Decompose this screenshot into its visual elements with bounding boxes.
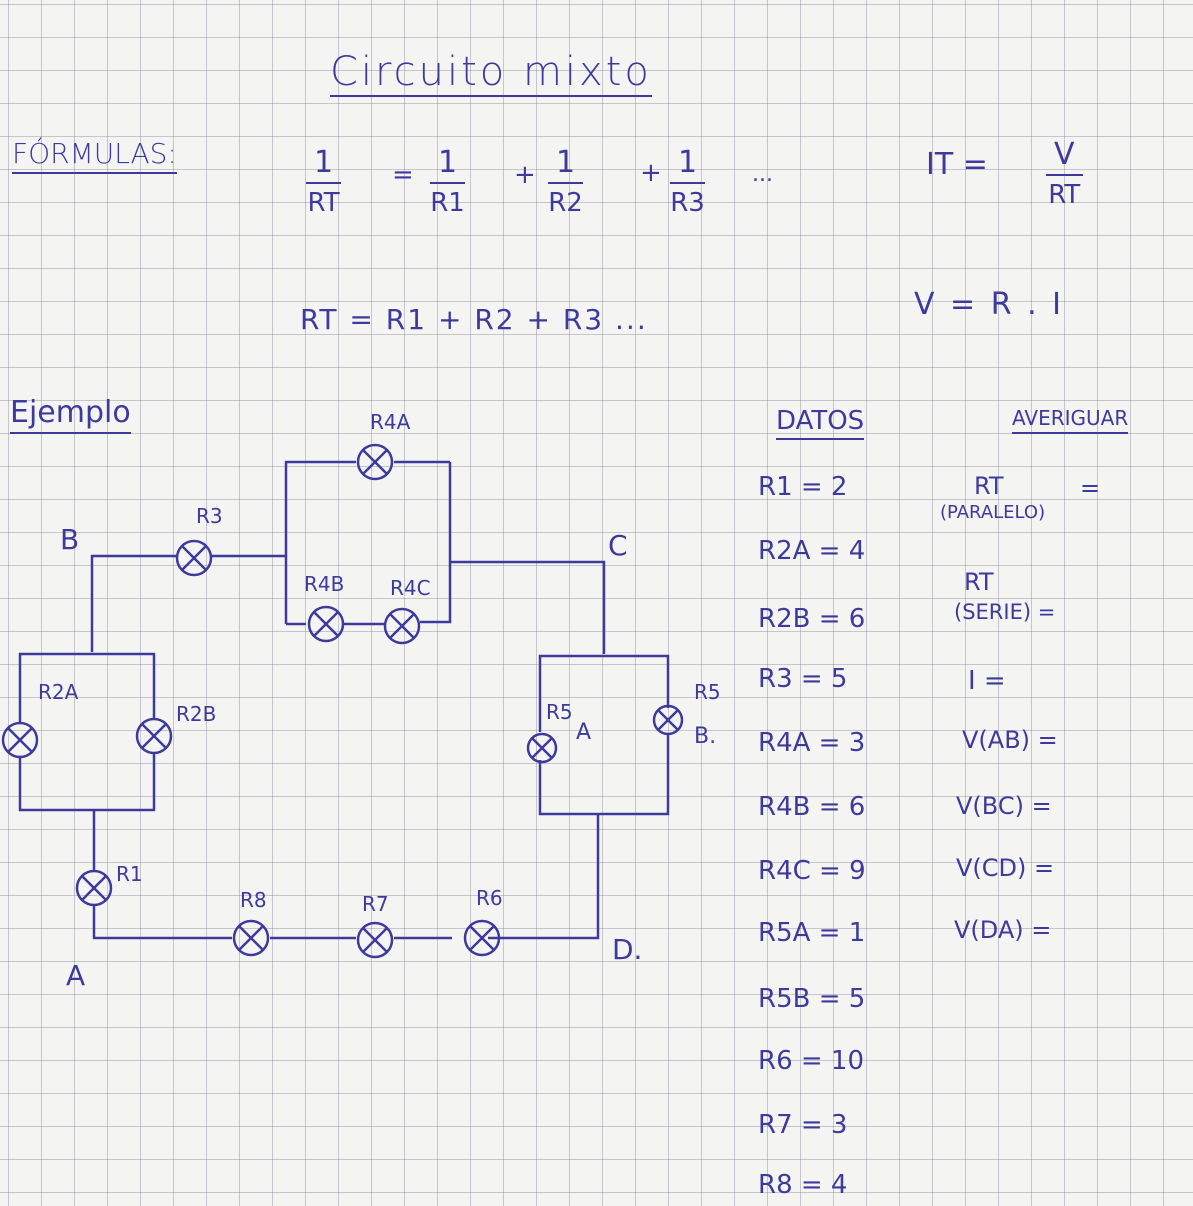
datos-item: R5B = 5 bbox=[758, 984, 866, 1014]
fraction-denominator: RT bbox=[307, 188, 340, 218]
lamp-r1 bbox=[75, 869, 113, 907]
resistor-label-r7: R7 bbox=[362, 892, 389, 916]
averiguar-v-da: V(DA) = bbox=[954, 916, 1052, 944]
node-label-d: D. bbox=[612, 933, 643, 966]
averiguar-rt-paralelo: RT bbox=[974, 472, 1004, 500]
formula-lhs-fraction: 1 RT bbox=[306, 148, 342, 218]
wire-r5-box-bottom bbox=[538, 734, 670, 816]
averiguar-rt-paralelo-note: (PARALELO) bbox=[940, 502, 1046, 523]
example-label: Ejemplo bbox=[10, 398, 131, 434]
resistor-label-r2b: R2B bbox=[176, 702, 217, 726]
datos-item: R8 = 4 bbox=[758, 1170, 848, 1200]
lamp-r2a bbox=[1, 721, 39, 759]
averiguar-v-cd: V(CD) = bbox=[956, 854, 1055, 882]
resistor-label-r8: R8 bbox=[240, 888, 267, 912]
datos-item: R2A = 4 bbox=[758, 536, 866, 566]
ohm-formula: V = R . I bbox=[914, 287, 1065, 322]
datos-heading: DATOS bbox=[776, 408, 865, 440]
resistor-label-r5b-sub: B. bbox=[694, 724, 717, 749]
fraction-denominator: R2 bbox=[548, 188, 583, 218]
lamp-r5b bbox=[652, 704, 684, 736]
datos-item: R5A = 1 bbox=[758, 918, 866, 948]
resistor-label-r1: R1 bbox=[116, 862, 143, 886]
datos-item: R4C = 9 bbox=[758, 856, 866, 886]
resistor-label-r5a-sub: A bbox=[576, 720, 592, 745]
fraction-numerator: 1 bbox=[670, 148, 706, 184]
fraction-numerator: 1 bbox=[430, 148, 466, 184]
resistor-label-r4c: R4C bbox=[390, 576, 431, 600]
lamp-r2b bbox=[135, 717, 173, 755]
resistor-label-r5: R5 bbox=[694, 680, 721, 704]
datos-item: R4A = 3 bbox=[758, 728, 866, 758]
lamp-r4c bbox=[383, 607, 421, 645]
formula-term2-fraction: 1 R2 bbox=[548, 148, 584, 218]
lamp-r5a bbox=[526, 732, 558, 764]
wire-r4-box-right bbox=[420, 462, 452, 624]
lamp-r4a bbox=[356, 443, 394, 481]
averiguar-rt-serie: RT bbox=[964, 568, 994, 596]
datos-item: R4B = 6 bbox=[758, 792, 866, 822]
resistor-label-r4a: R4A bbox=[370, 410, 411, 434]
lamp-r8 bbox=[232, 919, 270, 957]
resistor-label-r3: R3 bbox=[196, 504, 223, 528]
node-label-b: B bbox=[60, 523, 80, 556]
node-label-a: A bbox=[66, 959, 86, 992]
plus-sign: + bbox=[514, 160, 536, 190]
wire-r5-box bbox=[538, 654, 670, 732]
resistor-label-r6: R6 bbox=[476, 886, 503, 910]
wire-r2-box bbox=[18, 652, 156, 724]
averiguar-current: I = bbox=[968, 666, 1006, 696]
fraction-numerator: 1 bbox=[548, 148, 584, 184]
resistor-label-r2a: R2A bbox=[38, 680, 79, 704]
fraction-numerator: V bbox=[1046, 140, 1083, 176]
resistor-label-r4b: R4B bbox=[304, 572, 345, 596]
wire-r5-d bbox=[488, 814, 600, 940]
averiguar-heading: AVERIGUAR bbox=[1012, 408, 1129, 434]
datos-item: R1 = 2 bbox=[758, 472, 848, 502]
wire-r4-box bbox=[284, 460, 356, 624]
wire-r8-a bbox=[92, 906, 232, 940]
averiguar-v-bc: V(BC) = bbox=[956, 792, 1052, 820]
fraction-denominator: R3 bbox=[670, 188, 705, 218]
equals-sign: = bbox=[392, 160, 414, 190]
datos-item: R3 = 5 bbox=[758, 664, 848, 694]
wire-r4-c bbox=[450, 560, 606, 654]
lamp-r7 bbox=[356, 921, 394, 959]
datos-item: R2B = 6 bbox=[758, 604, 866, 634]
wire-b-r3 bbox=[90, 554, 176, 652]
page-title: Circuito mixto bbox=[330, 49, 652, 97]
formula-term1-fraction: 1 R1 bbox=[430, 148, 466, 218]
lamp-r3 bbox=[175, 539, 213, 577]
wire-r2-box-bottom bbox=[18, 752, 156, 812]
lamp-r6 bbox=[463, 919, 501, 957]
current-formula-fraction: V RT bbox=[1046, 140, 1083, 208]
series-formula: RT = R1 + R2 + R3 ... bbox=[300, 303, 648, 336]
datos-item: R7 = 3 bbox=[758, 1110, 848, 1140]
fraction-numerator: 1 bbox=[306, 148, 342, 184]
resistor-label-r5a: R5 bbox=[546, 700, 573, 724]
averiguar-v-ab: V(AB) = bbox=[962, 726, 1058, 754]
fraction-denominator: R1 bbox=[430, 188, 465, 218]
current-formula-lhs: IT = bbox=[926, 147, 988, 182]
averiguar-rt-paralelo-eq: = bbox=[1080, 474, 1101, 502]
formulas-label: FÓRMULAS: bbox=[12, 140, 177, 174]
datos-item: R6 = 10 bbox=[758, 1046, 865, 1076]
lamp-r4b bbox=[307, 605, 345, 643]
plus-sign: + bbox=[640, 158, 662, 188]
fraction-denominator: RT bbox=[1048, 180, 1081, 210]
averiguar-rt-serie-note: (SERIE) = bbox=[954, 600, 1056, 624]
node-label-c: C bbox=[608, 529, 628, 562]
ellipsis: ... bbox=[752, 162, 773, 187]
formula-term3-fraction: 1 R3 bbox=[670, 148, 706, 218]
circuit-wires bbox=[18, 460, 670, 940]
